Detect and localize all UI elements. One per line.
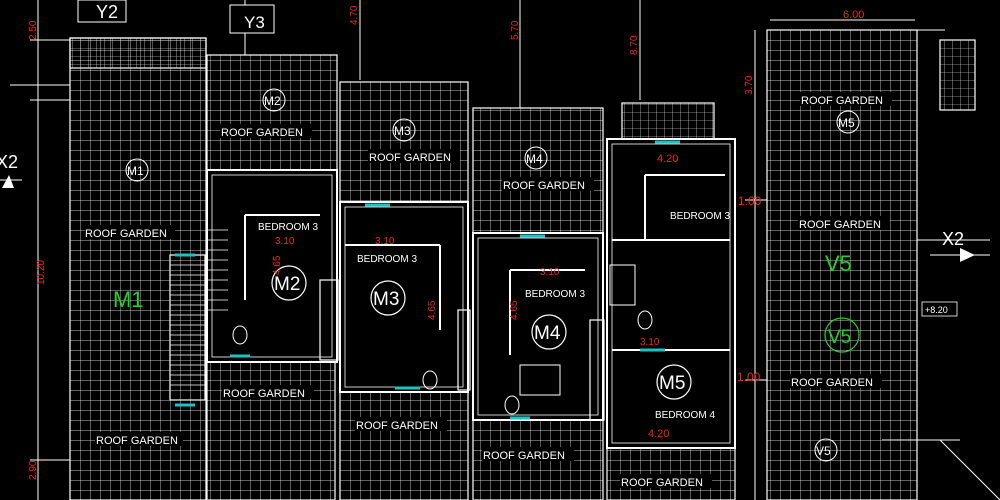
v5-stair-top — [939, 39, 976, 111]
room-labels: ROOF GARDEN ROOF GARDEN ROOF GARDEN ROOF… — [85, 92, 892, 489]
m3-roof-garden-bottom — [339, 391, 469, 500]
unit-tag-m5: M5 — [838, 116, 855, 130]
dim-3-10-m2: 3.10 — [275, 236, 295, 247]
interior-walls — [169, 138, 736, 449]
dim-3-10-m5: 3.10 — [640, 337, 660, 348]
gridline-y2: Y2 — [96, 2, 118, 22]
unit-label-m5: M5 — [659, 373, 685, 394]
dim-3-70: 3.70 — [744, 75, 755, 95]
m5-balcony-top — [621, 102, 715, 140]
bathroom-fixtures — [232, 264, 653, 415]
v5-roof-garden-area — [766, 29, 918, 500]
cyan-fixtures — [175, 140, 680, 420]
room-v5-roof-garden-bottom: ROOF GARDEN — [791, 377, 873, 389]
stair-treads — [170, 229, 228, 386]
room-m4-roof-garden-upper: ROOF GARDEN — [503, 180, 585, 192]
dim-4-65-m4: 4.65 — [509, 300, 520, 320]
dim-1-00-upper: 1.00 — [738, 194, 762, 208]
gridline-x2-right: X2 — [942, 229, 964, 249]
dim-4-65-m2: 4.65 — [272, 255, 283, 275]
m2-roof-garden-bottom — [206, 361, 336, 500]
level-marker-box — [921, 301, 958, 317]
room-m4-bedroom3: BEDROOM 3 — [525, 289, 585, 300]
dimension-labels: 2.50 4.70 5.70 8.70 3.70 10.20 2.90 6.00… — [28, 5, 864, 480]
m3-roof-garden-top — [339, 81, 469, 203]
room-m2-roof-garden-upper: ROOF GARDEN — [221, 127, 303, 139]
unit-label-m3: M3 — [373, 289, 399, 310]
unit-tag-m4: M4 — [526, 152, 543, 166]
room-m5-bedroom4: BEDROOM 4 — [655, 410, 715, 421]
level-marker: +8.20 — [925, 305, 948, 315]
gridline-x2-left: X2 — [0, 152, 18, 172]
dim-6-00: 6.00 — [843, 9, 864, 21]
dim-5-70: 5.70 — [510, 20, 521, 40]
section-arrow-left — [2, 175, 14, 188]
room-v5-roof-garden-top: ROOF GARDEN — [801, 95, 883, 107]
unit-marker-v5-upper: V5 — [825, 251, 852, 276]
unit-label-m4: M4 — [534, 323, 561, 344]
unit-marker-v5-circle — [824, 317, 860, 353]
dim-4-70: 4.70 — [349, 5, 360, 25]
dim-3-10-m4: 3.10 — [540, 267, 560, 278]
room-m5-bedroom3: BEDROOM 3 — [670, 211, 730, 222]
dim-2-90-bottom: 2.90 — [28, 460, 39, 480]
dim-2-50-top: 2.50 — [28, 20, 39, 40]
dim-10-20: 10.20 — [36, 260, 47, 285]
unit-tag-m3: M3 — [394, 124, 411, 138]
room-m3-roof-garden-upper: ROOF GARDEN — [369, 152, 451, 164]
dim-8-70: 8.70 — [629, 35, 640, 55]
unit-tag-v5: V5 — [816, 444, 831, 458]
m4-roof-garden-top — [472, 107, 604, 234]
unit-tag-m1: M1 — [127, 164, 144, 178]
room-m5-roof-garden-lower: ROOF GARDEN — [621, 477, 703, 489]
m1-roof-garden-area — [69, 37, 207, 500]
unit-tag-m2: M2 — [264, 94, 281, 108]
room-m3-bedroom3: BEDROOM 3 — [357, 254, 417, 265]
gridline-y3: Y3 — [244, 13, 265, 32]
dim-4-65-m3: 4.65 — [427, 300, 438, 320]
dim-4-20-upper: 4.20 — [657, 153, 678, 165]
room-v5-roof-garden-middle: ROOF GARDEN — [799, 219, 881, 231]
unit-marker-v5-lower: V5 — [828, 327, 851, 348]
dim-1-00-lower: 1.00 — [737, 370, 761, 384]
m2-roof-garden-top — [206, 54, 338, 171]
room-m1-roof-garden-lower: ROOF GARDEN — [96, 435, 178, 447]
room-m1-roof-garden-upper: ROOF GARDEN — [85, 228, 167, 240]
dim-4-20-lower: 4.20 — [648, 428, 669, 440]
section-arrow-right — [960, 248, 975, 262]
room-m2-bedroom3: BEDROOM 3 — [258, 222, 318, 233]
dim-3-10-m3: 3.10 — [375, 236, 395, 247]
room-m2-roof-garden-lower: ROOF GARDEN — [223, 388, 305, 400]
room-m4-roof-garden-lower: ROOF GARDEN — [483, 450, 565, 462]
room-m3-roof-garden-lower: ROOF GARDEN — [356, 420, 438, 432]
unit-marker-m1: M1 — [113, 287, 144, 312]
unit-label-m2: M2 — [274, 274, 300, 295]
m1-terrace-top — [69, 37, 207, 69]
unit-tags-large — [271, 265, 692, 400]
unit-tags-small — [125, 88, 860, 462]
